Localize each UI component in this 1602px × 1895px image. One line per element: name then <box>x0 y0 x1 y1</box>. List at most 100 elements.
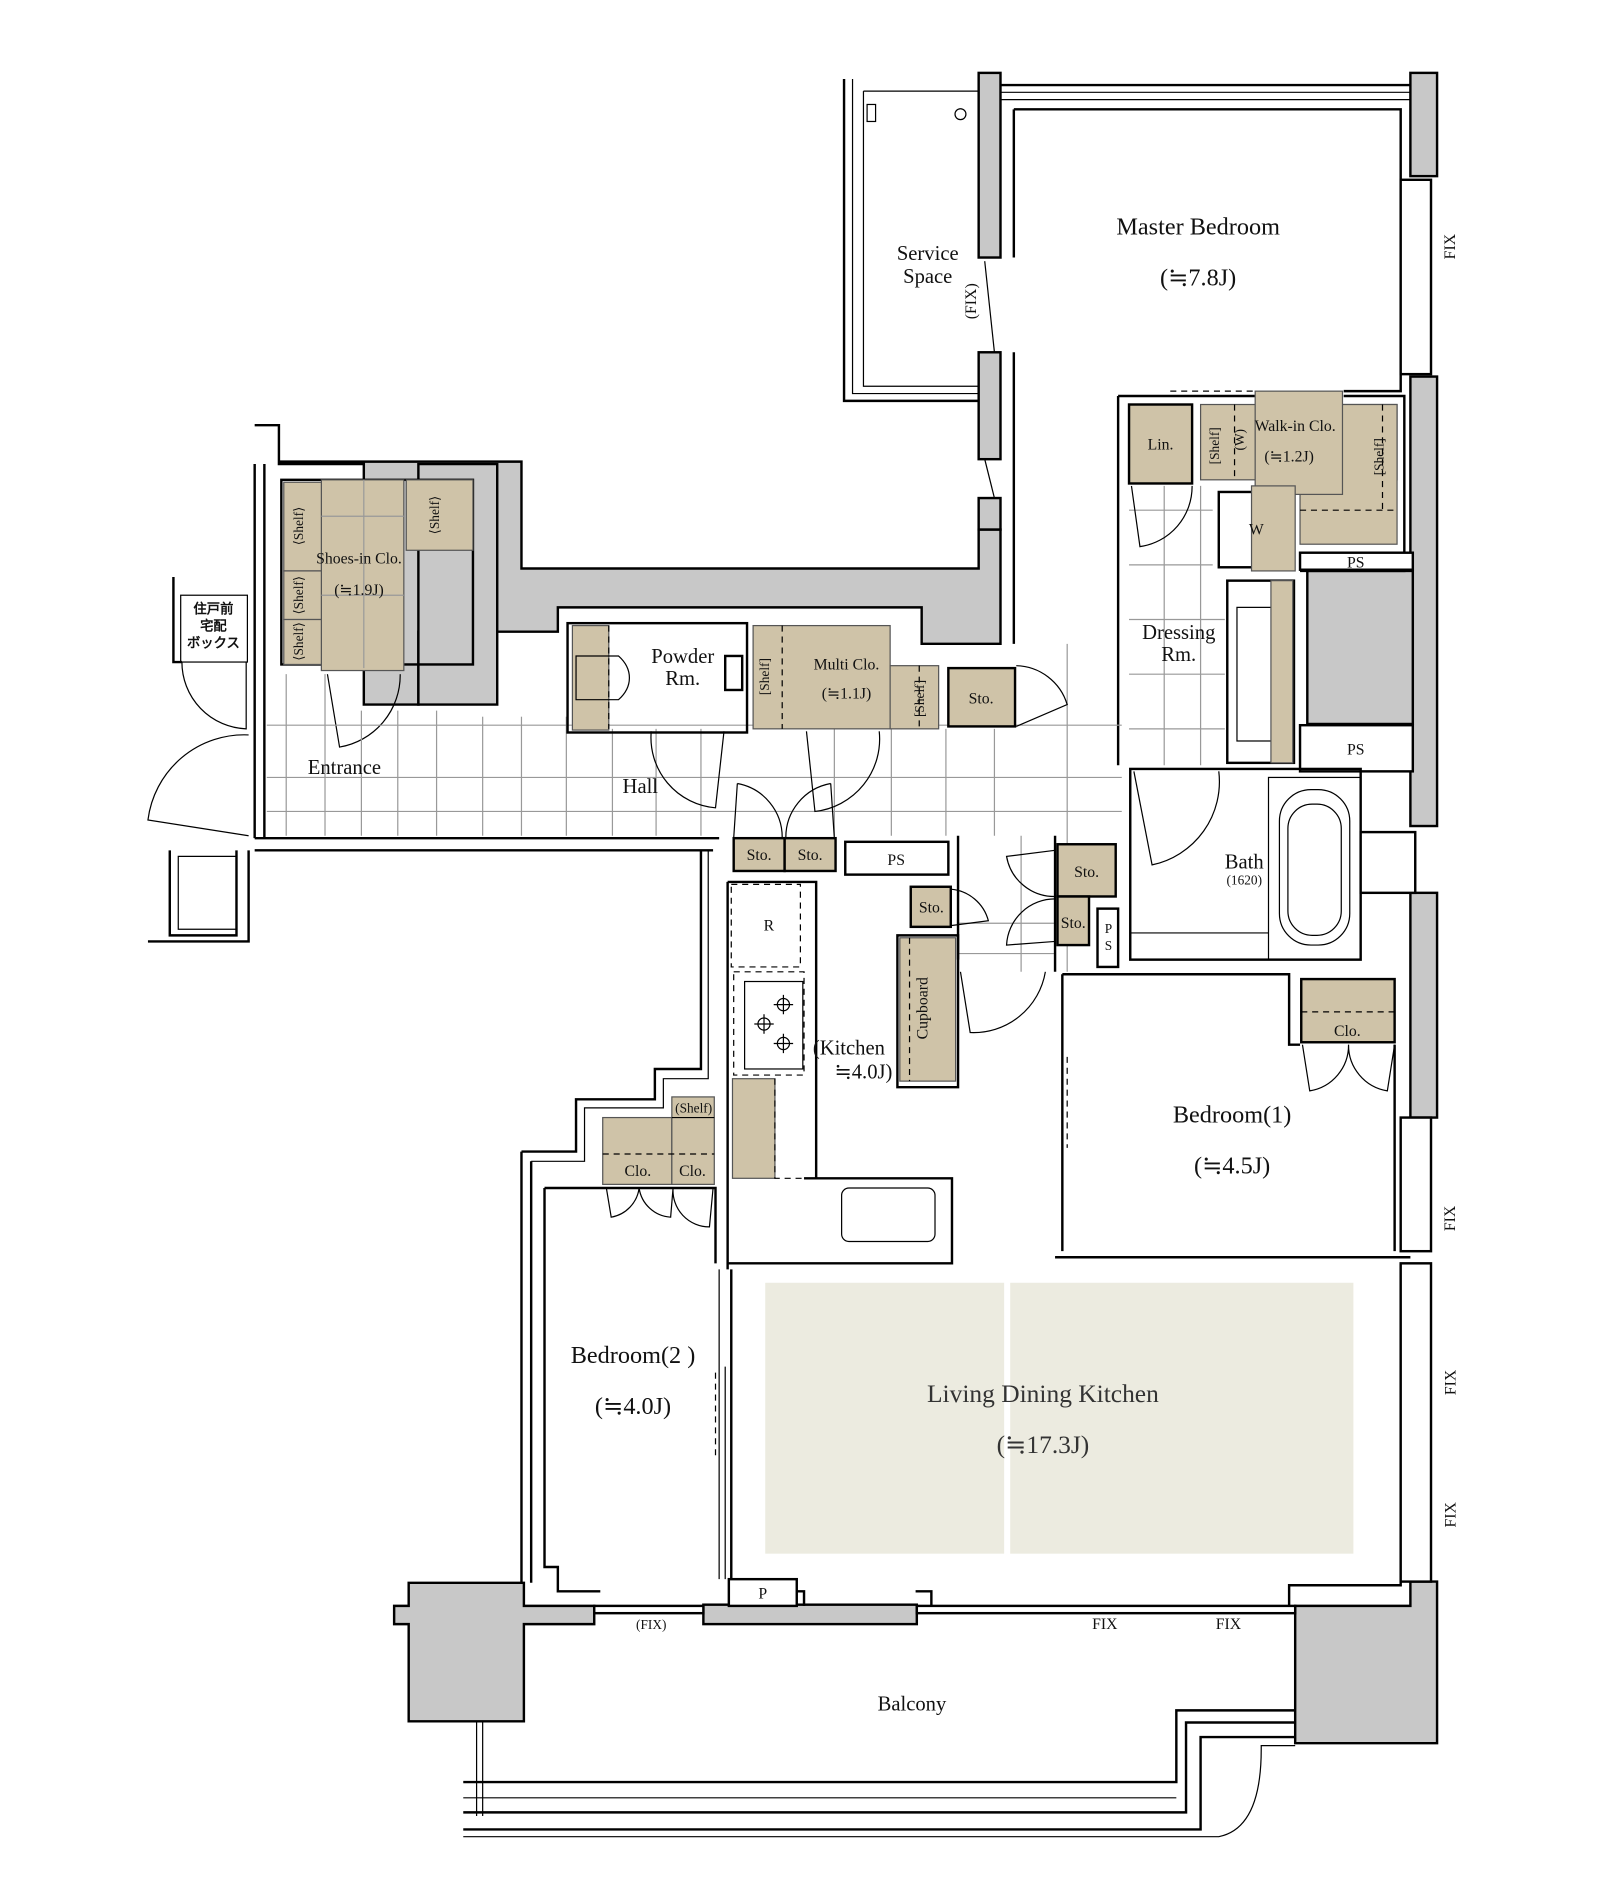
storage-label: Sto. <box>747 847 772 864</box>
fixture-icon <box>866 103 877 123</box>
kitchen-area: ≒4.0J) <box>834 1062 892 1084</box>
bath-label: Bath <box>1225 852 1265 874</box>
shoes-shelf-2: ⟨Shelf⟩ <box>291 576 306 615</box>
bath: Bath (1620) <box>1129 767 1417 961</box>
powder-room-label: Powder <box>651 646 714 668</box>
shoes-shelf-1: ⟨Shelf⟩ <box>291 507 306 546</box>
multi-shelf-left: [Shelf] <box>757 658 772 695</box>
bedroom2-label: Bedroom(2 ) <box>571 1342 696 1369</box>
walls <box>254 71 1439 1745</box>
linen-label: Lin. <box>1148 436 1174 453</box>
wic-area: (≒1.2J) <box>1264 449 1314 466</box>
cupboard-label: Cupboard <box>915 977 932 1039</box>
multi-closet-area: (≒1.1J) <box>822 685 872 702</box>
dressing-room: W Dressing Rm. PS <box>1129 485 1415 773</box>
bedroom2-shelf-label: (Shelf) <box>675 1101 712 1116</box>
tile-grid <box>266 643 1122 972</box>
wic-shelf-right: [Shelf] <box>1372 438 1387 475</box>
bedroom-1: Clo. Bedroom(1) (≒4.5J) FIX <box>1055 973 1459 1259</box>
multi-shelf-right: [Shelf] <box>912 680 927 717</box>
burner-icon <box>754 994 794 1054</box>
toilet-icon <box>575 655 631 701</box>
dressing-label: Dressing <box>1142 622 1215 644</box>
dressing-label-2: Rm. <box>1161 644 1196 666</box>
shoes-closet: ⟨Shelf⟩ ⟨Shelf⟩ ⟨Shelf⟩ ⟨Shelf⟩ Shoes-in… <box>280 478 475 748</box>
delivery-box-label-3: ボックス <box>187 635 240 650</box>
bath-size: (1620) <box>1226 872 1262 887</box>
multi-closet: [Shelf] Multi Clo. (≒1.1J) [Shelf] Sto. <box>752 624 1068 813</box>
wic-label: Walk-in Clo. <box>1255 418 1336 435</box>
window-south-bedroom2 <box>593 1604 705 1615</box>
ps-label: PS <box>1347 554 1365 571</box>
window-east-master <box>1399 178 1433 376</box>
sink-icon <box>723 654 744 692</box>
window-fix-label: FIX <box>1442 1205 1459 1231</box>
service-space-area <box>842 78 980 403</box>
master-bedroom: Master Bedroom (≒7.8J) FIX <box>1000 83 1459 644</box>
entrance-label: Entrance <box>308 757 381 779</box>
drain-icon <box>954 108 967 121</box>
washer-label: W <box>1249 521 1264 538</box>
cooktop-icon <box>744 980 804 1070</box>
linen-closet: Lin. <box>1127 403 1194 485</box>
ps-label-2: PS <box>1347 741 1365 758</box>
kitchen-label: (Kitchen <box>813 1037 885 1059</box>
storage-label: Sto. <box>1074 864 1099 881</box>
window-fix-label: FIX <box>1442 233 1459 259</box>
bedroom2-closet-label-2: Clo. <box>679 1163 706 1180</box>
tile-grid <box>1129 485 1225 766</box>
shoes-shelf-3: ⟨Shelf⟩ <box>291 622 306 661</box>
ps-vertical-label-s: S <box>1105 938 1112 953</box>
bedroom1-area: (≒4.5J) <box>1194 1152 1270 1179</box>
powder-room: Powder Rm. <box>566 621 749 809</box>
fridge-label: R <box>764 917 775 934</box>
shoes-shelf-4: ⟨Shelf⟩ <box>427 496 442 535</box>
sink-icon <box>841 1187 936 1243</box>
master-bedroom-area: (≒7.8J) <box>1160 264 1236 291</box>
delivery-box-label-1: 住戸前 <box>193 600 233 616</box>
ps-label: PS <box>887 852 905 869</box>
multi-closet-label: Multi Clo. <box>814 656 880 673</box>
bathtub-icon <box>1278 788 1351 946</box>
wic-shelf-left: [Shelf] <box>1207 427 1222 464</box>
bedroom2-closet-label-1: Clo. <box>625 1163 652 1180</box>
window-fix-label: FIX <box>1442 1369 1459 1395</box>
bedroom1-closet-label: Clo. <box>1334 1023 1361 1040</box>
window-fix-label: FIX <box>1092 1616 1118 1633</box>
service-space-label: Service <box>897 243 959 265</box>
ldk-label: Living Dining Kitchen <box>927 1379 1159 1408</box>
service-space-label-2: Space <box>903 266 952 288</box>
window-fix-label: FIX <box>1442 1501 1459 1527</box>
pillar-label: P <box>758 1586 767 1603</box>
kitchen: Cupboard R (Kitchen ≒4.0J) <box>726 880 1046 1270</box>
window-south-ldk <box>915 1604 1297 1615</box>
storage-label: Sto. <box>1061 915 1086 932</box>
entrance-hall: Entrance Hall <box>147 464 1122 972</box>
powder-room-label-2: Rm. <box>665 668 700 690</box>
living-dining-kitchen: Living Dining Kitchen (≒17.3J) P FIX FIX <box>727 1262 1459 1608</box>
service-window-fix-label: (FIX) <box>963 283 980 319</box>
hall-label: Hall <box>623 776 659 798</box>
wic-w-label: (W) <box>1232 429 1247 451</box>
walk-in-closet: [Shelf] (W) Walk-in Clo. (≒1.2J) [Shelf]… <box>1116 390 1415 766</box>
window-fix-label: FIX <box>1216 1616 1242 1633</box>
balcony: (FIX) FIX FIX Balcony <box>463 1604 1297 1838</box>
delivery-box: 住戸前 宅配 ボックス <box>172 577 249 730</box>
window-bath <box>1359 830 1417 895</box>
shoes-closet-label: Shoes-in Clo. <box>316 551 402 568</box>
hall-storage: Sto. Sto. PS Sto. Sto. Sto. P S <box>732 782 1120 972</box>
storage-label: Sto. <box>798 847 823 864</box>
rug-right <box>1010 1282 1354 1554</box>
storage-label: Sto. <box>969 690 994 707</box>
bedroom-2: (Shelf) Clo. Clo. Bedroom(2 ) (≒4.0J) <box>520 850 726 1593</box>
window-east-bedroom1 <box>1399 1116 1433 1253</box>
window-fix-label: (FIX) <box>636 1617 666 1632</box>
bedroom1-label: Bedroom(1) <box>1173 1101 1292 1128</box>
master-bedroom-label: Master Bedroom <box>1116 213 1280 240</box>
shoes-closet-area: (≒1.9J) <box>334 582 384 599</box>
rug-left <box>765 1282 1005 1554</box>
service-space-labels: Service Space (FIX) <box>897 243 996 499</box>
ldk-area: (≒17.3J) <box>997 1430 1090 1459</box>
balcony-label: Balcony <box>878 1693 947 1715</box>
